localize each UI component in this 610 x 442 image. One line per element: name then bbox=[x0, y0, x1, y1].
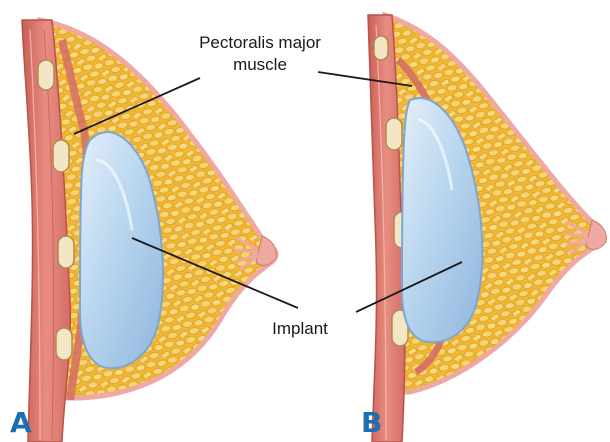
panel-label-a: A bbox=[10, 406, 32, 439]
implant-label: Implant bbox=[255, 318, 345, 340]
pectoralis-label: Pectoralis major muscle bbox=[180, 32, 340, 76]
panel-b-illustration bbox=[368, 15, 606, 442]
rib-a4 bbox=[56, 328, 72, 360]
pectoralis-label-line2: muscle bbox=[180, 54, 340, 76]
panel-label-b: B bbox=[361, 406, 382, 439]
rib-b2 bbox=[386, 118, 402, 150]
pectoralis-label-line1: Pectoralis major bbox=[180, 32, 340, 54]
rib-b1 bbox=[374, 36, 388, 60]
rib-a2 bbox=[53, 140, 69, 172]
rib-a1 bbox=[38, 60, 54, 90]
rib-a3 bbox=[58, 236, 74, 268]
panel-a-illustration bbox=[22, 20, 276, 442]
